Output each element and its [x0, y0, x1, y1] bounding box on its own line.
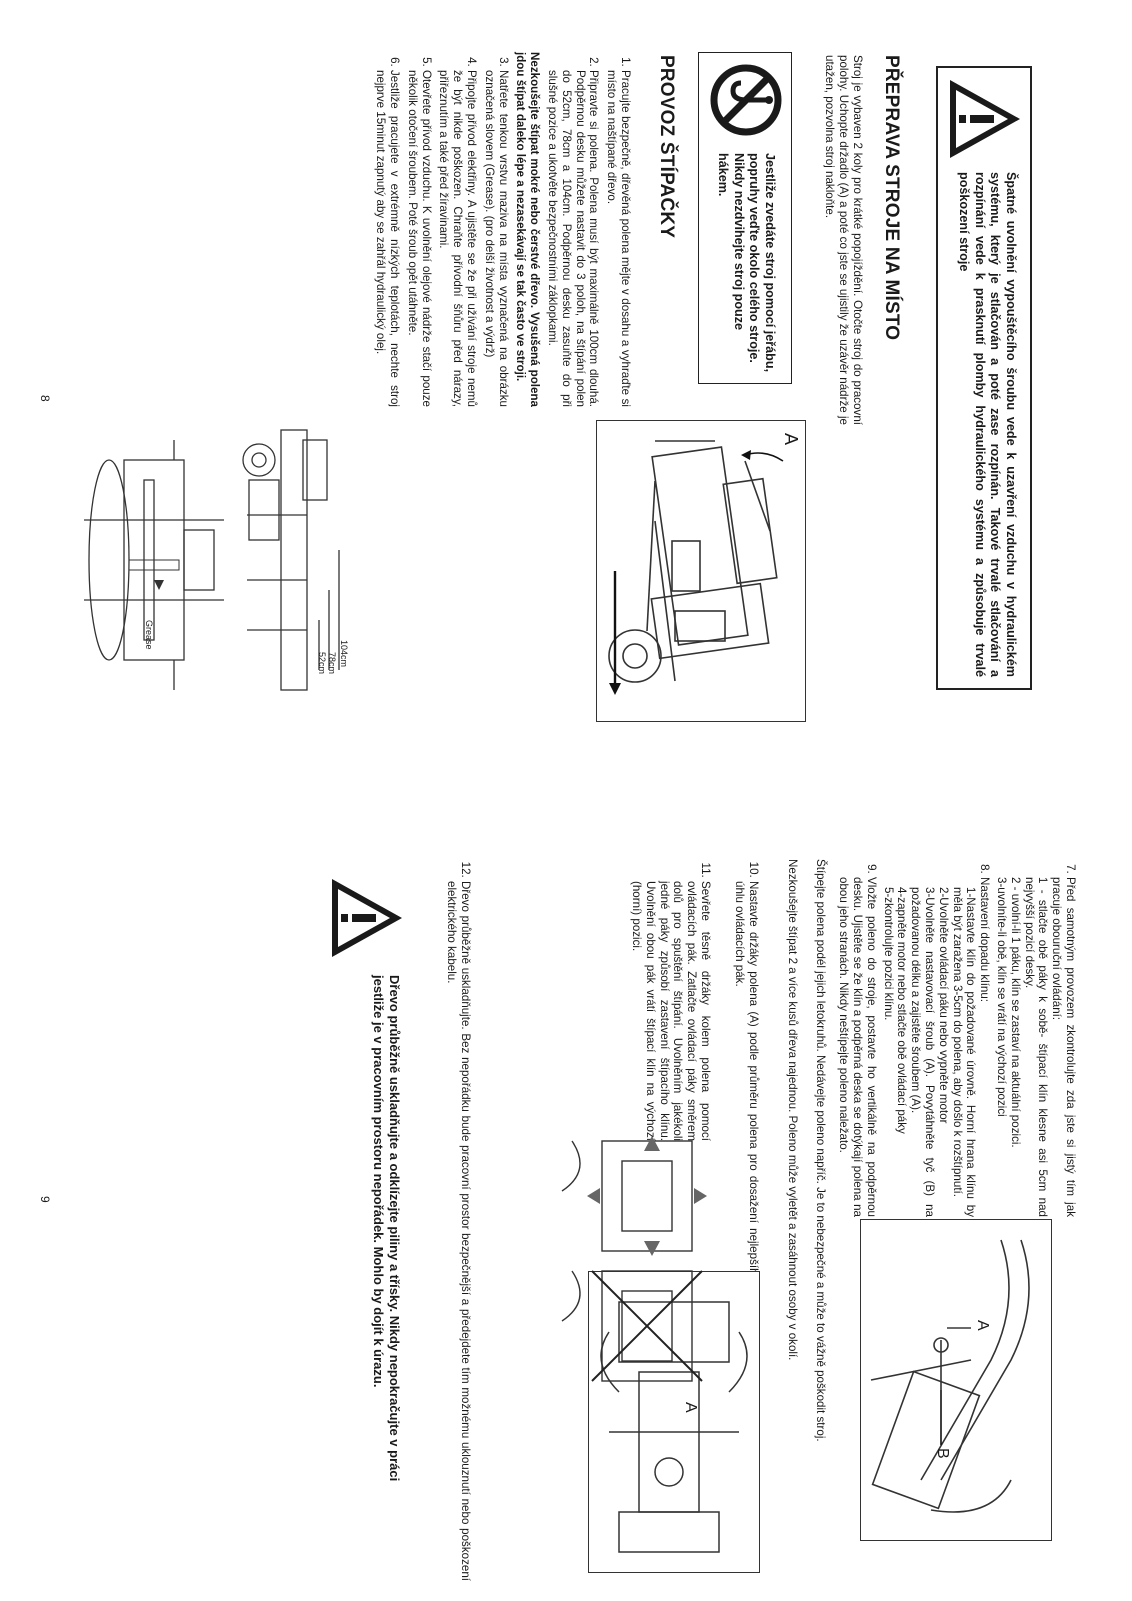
support-plate-diagram: [242, 429, 340, 691]
warning-box-crane: Jestliže zvedáte stroj pomocí jeřábu, po…: [698, 52, 792, 384]
figure-grease-points: Grease: [74, 420, 234, 715]
machine-tilt-illustration: [608, 440, 784, 695]
step-7-line-1: 1 - stlačte obě páky k sobě- štípací klí…: [1022, 877, 1050, 1217]
page-9: Před samotným provozem zkontrolujte zda …: [0, 801, 1132, 1601]
operation-steps-page9-lower: Sevřete těsně držáky kolem polena pomocí…: [629, 859, 712, 1141]
step-7-line-2: 2 - uvolní-li 1 páku, klín se zastaví na…: [1008, 877, 1022, 1148]
section-title-operation: PROVOZ ŠTÍPAČKY: [656, 55, 677, 239]
step-7: Před samotným provozem zkontrolujte zda …: [994, 877, 1077, 1217]
hand-position-diagrams: [561, 1136, 707, 1382]
wet-wood-note: Nezkoušejte štípat mokré nebo čerstvé dř…: [514, 52, 542, 407]
fig-label-b: B: [934, 1448, 951, 1459]
operation-steps-page9-top: Před samotným provozem zkontrolujte zda …: [836, 859, 1077, 1217]
warning-box-workspace: Dřevo průběžně uskladňujte a odklízejte …: [320, 869, 412, 1509]
stroke-adjust-illustration: [870, 1239, 1030, 1513]
step-2: Připravte si polena. Polena musí být max…: [545, 70, 600, 407]
step-11: Sevřete těsně držáky kolem polena pomocí…: [629, 881, 712, 1141]
step-4: Připojte přívod elektřiny. A ujistěte se…: [437, 70, 478, 407]
step-7-line-3: 3-uvolníte-li obě, klín se vrátí na vých…: [995, 877, 1009, 1117]
operation-steps: Pracujte bezpečně, dřevěná polena mějte …: [545, 52, 632, 407]
step-8-line-1: 1-Nastavte klín do požadované úrovně. Ho…: [950, 887, 978, 1217]
operation-steps-page9-bottom: Dřevo průběžně uskladňujte. Bez nepořádk…: [444, 859, 472, 1581]
dim-104cm: 104cm: [339, 640, 349, 668]
step-8-line-4: 4-zapněte motor nebo stlačte obě ovládac…: [895, 887, 909, 1134]
dim-52cm: 52cm: [317, 652, 327, 675]
figure-stroke-adjust: B A: [860, 1219, 1052, 1541]
grease-label: Grease: [144, 620, 154, 650]
step-7-lead: Před samotným provozem zkontrolujte zda …: [1050, 877, 1077, 1217]
note-split-along-grain: Štípejte polena podél jejich letokruhů. …: [814, 859, 827, 1442]
step-1: Pracujte bezpečně, dřevěná polena mějte …: [604, 70, 632, 407]
page-8: Špatné uvolnění vypouštěcího šroubu vede…: [0, 0, 1132, 800]
step-8: Nastavení dopadu klínu: 1-Nastavte klín …: [881, 877, 992, 1217]
grease-points-diagram: [84, 440, 224, 690]
figure-machine-transport: A: [596, 420, 806, 722]
no-hook-icon: [710, 64, 782, 136]
step-10: Nastavte držáky polena (A) podle průměru…: [732, 881, 760, 1281]
warning-text-crane: Jestliže zvedáte stroj pomocí jeřábu, po…: [716, 153, 778, 373]
figure-log-holders: A: [588, 1271, 760, 1573]
step-3: Natřete tenkou vrstvu maziva na místa vy…: [482, 70, 510, 407]
warning-triangle-icon: [950, 80, 1020, 158]
operation-list: Pracujte bezpečně, dřevěná polena mějte …: [373, 52, 632, 407]
section-title-transport: PŘEPRAVA STROJE NA MÍSTO: [881, 55, 902, 341]
step-9: Vložte poleno do stroje, postavte ho ver…: [836, 877, 878, 1217]
warning-triangle-icon-bottom: [332, 879, 402, 957]
page-number-9: 9: [38, 1196, 52, 1203]
note-one-log-only: Nezkoušejte štípat 2 a více kusů dřeva n…: [786, 859, 799, 1361]
dim-78cm: 78cm: [327, 652, 337, 675]
page-number-8: 8: [38, 395, 52, 402]
operation-steps-page9-mid: Nastavte držáky polena (A) podle průměru…: [732, 859, 760, 1281]
step-8-line-5: 5-zkontrolujte pozici klínu.: [881, 887, 895, 1021]
figure-hand-positions: [502, 1131, 712, 1391]
warning-box-hydraulic: Špatné uvolnění vypouštěcího šroubu vede…: [936, 66, 1032, 690]
figure-support-plate: 104cm 78cm 52cm: [239, 420, 357, 715]
step-5: Otevřete přívod vzduchu. K uvolnění olej…: [405, 70, 433, 407]
step-6: Jestliže pracujete v extrémně nízkých te…: [373, 70, 401, 407]
warning-text-workspace: Dřevo průběžně uskladňujte a odklízejte …: [371, 975, 402, 1482]
step-8-lead: Nastavení dopadu klínu:: [978, 877, 992, 1003]
warning-text-hydraulic: Špatné uvolnění vypouštěcího šroubu vede…: [957, 172, 1019, 677]
transport-text: Stroj je vybaven 2 koly pro krátké popoj…: [823, 55, 864, 425]
fig-label-a-top: A: [974, 1320, 991, 1331]
fig-label-a-holder: A: [682, 1402, 699, 1413]
figure-label-a: A: [781, 433, 801, 446]
step-8-line-3: 3-Uvolněte nastavovací šroub (A). Povytá…: [909, 887, 937, 1217]
step-12: Dřevo průběžně uskladňujte. Bez nepořádk…: [444, 881, 472, 1581]
step-8-line-2: 2-Uvolněte ovládací páku nebo vypněte mo…: [936, 887, 950, 1124]
operation-steps-continued: Natřete tenkou vrstvu maziva na místa vy…: [373, 52, 509, 407]
log-holder-illustration: [600, 1301, 748, 1553]
